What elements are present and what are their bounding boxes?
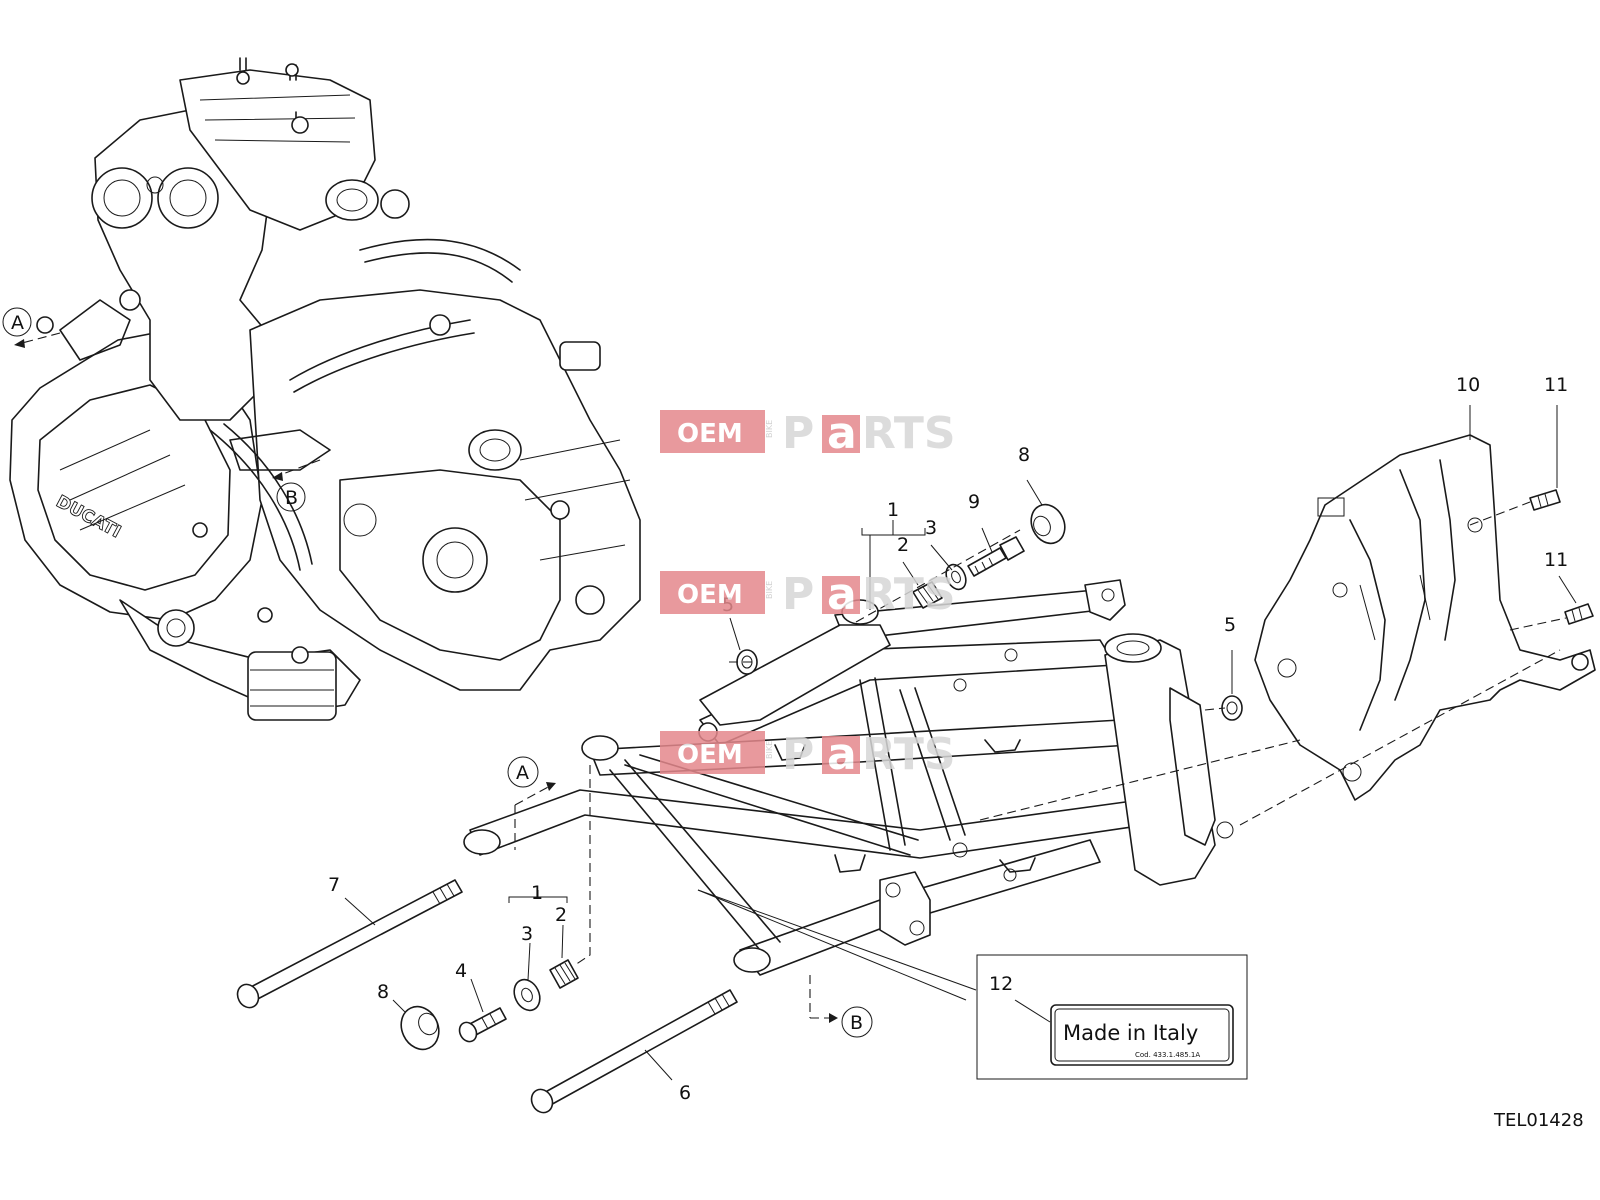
part-7-long-bolt (236, 879, 463, 1009)
watermark-a-text: a (827, 408, 857, 459)
watermark-a-text: a (827, 569, 857, 620)
callout-2-lower: 2 (555, 904, 567, 926)
diagram-reference-code: TEL01428 (1493, 1110, 1584, 1131)
label-plate-code: Cod. 433.1.485.1A (1135, 1051, 1200, 1059)
watermark-bike-text: BIKE (765, 581, 774, 599)
label-plate-text: Made in Italy (1063, 1021, 1198, 1045)
callout-12: 12 (989, 973, 1013, 995)
watermark-bike-text: BIKE (765, 741, 774, 759)
watermark-p-text: P (782, 729, 814, 780)
callout-1-upper: 1 (887, 499, 899, 521)
watermark-rts-text: RTS (862, 408, 956, 459)
view-marker-b-label: B (285, 487, 298, 509)
watermark-2: OEM BIKE P a RTS (660, 569, 956, 620)
watermark-3: OEM BIKE P a RTS (660, 729, 956, 780)
callout-11-lower: 11 (1544, 549, 1568, 571)
callout-4: 4 (455, 960, 467, 982)
callout-3-lower: 3 (521, 923, 533, 945)
part-4-bolt (458, 1007, 507, 1043)
view-marker-a-frame-label: A (516, 762, 529, 784)
callout-10: 10 (1456, 374, 1480, 396)
leader-lines (344, 405, 1577, 1081)
watermark-oem-text: OEM (677, 740, 743, 770)
view-marker-a-label: A (11, 312, 24, 334)
watermark-a-text: a (827, 729, 857, 780)
view-marker-b-engine: B (272, 459, 321, 512)
watermark-1: OEM BIKE P a RTS (660, 408, 956, 459)
part-6-long-bolt (530, 989, 738, 1114)
part-8-upper (1030, 503, 1066, 545)
view-marker-a-frame: A (507, 756, 556, 806)
engine-assembly: DUCATI (9, 57, 641, 721)
callout-5-right: 5 (1224, 614, 1236, 636)
watermark-p-text: P (782, 408, 814, 459)
callout-9: 9 (968, 491, 980, 513)
assembly-lines (514, 501, 1567, 1018)
rear-bracket (1254, 434, 1596, 801)
part-2-lower (549, 959, 579, 989)
view-marker-b-frame-label: B (850, 1012, 863, 1034)
callout-2-upper: 2 (897, 534, 909, 556)
part-9-bolt (967, 536, 1025, 577)
part-2-upper (912, 581, 943, 609)
part-11-screw-lower (1564, 603, 1594, 625)
part-11-screw-upper (1529, 489, 1561, 511)
callout-8-upper: 8 (1018, 444, 1030, 466)
callout-11-upper: 11 (1544, 374, 1568, 396)
watermark-bike-text: BIKE (765, 420, 774, 438)
callout-1-lower: 1 (531, 882, 543, 904)
callout-3-upper: 3 (925, 517, 937, 539)
watermark-oem-text: OEM (677, 419, 743, 449)
view-marker-a-engine: A (2, 307, 61, 348)
trellis-frame (463, 579, 1234, 976)
part-3-upper (945, 563, 967, 591)
callout-7: 7 (328, 874, 340, 896)
watermark-rts-text: RTS (862, 729, 956, 780)
callout-8-lower: 8 (377, 981, 389, 1003)
watermark-oem-text: OEM (677, 580, 743, 610)
made-in-italy-label-box: Made in Italy Cod. 433.1.485.1A (976, 954, 1248, 1080)
watermark-p-text: P (782, 569, 814, 620)
watermark-rts-text: RTS (862, 569, 956, 620)
part-8-lower (400, 1005, 440, 1051)
view-marker-b-frame: B (810, 1006, 873, 1038)
callout-6: 6 (679, 1082, 691, 1104)
part-3-lower (513, 978, 541, 1012)
